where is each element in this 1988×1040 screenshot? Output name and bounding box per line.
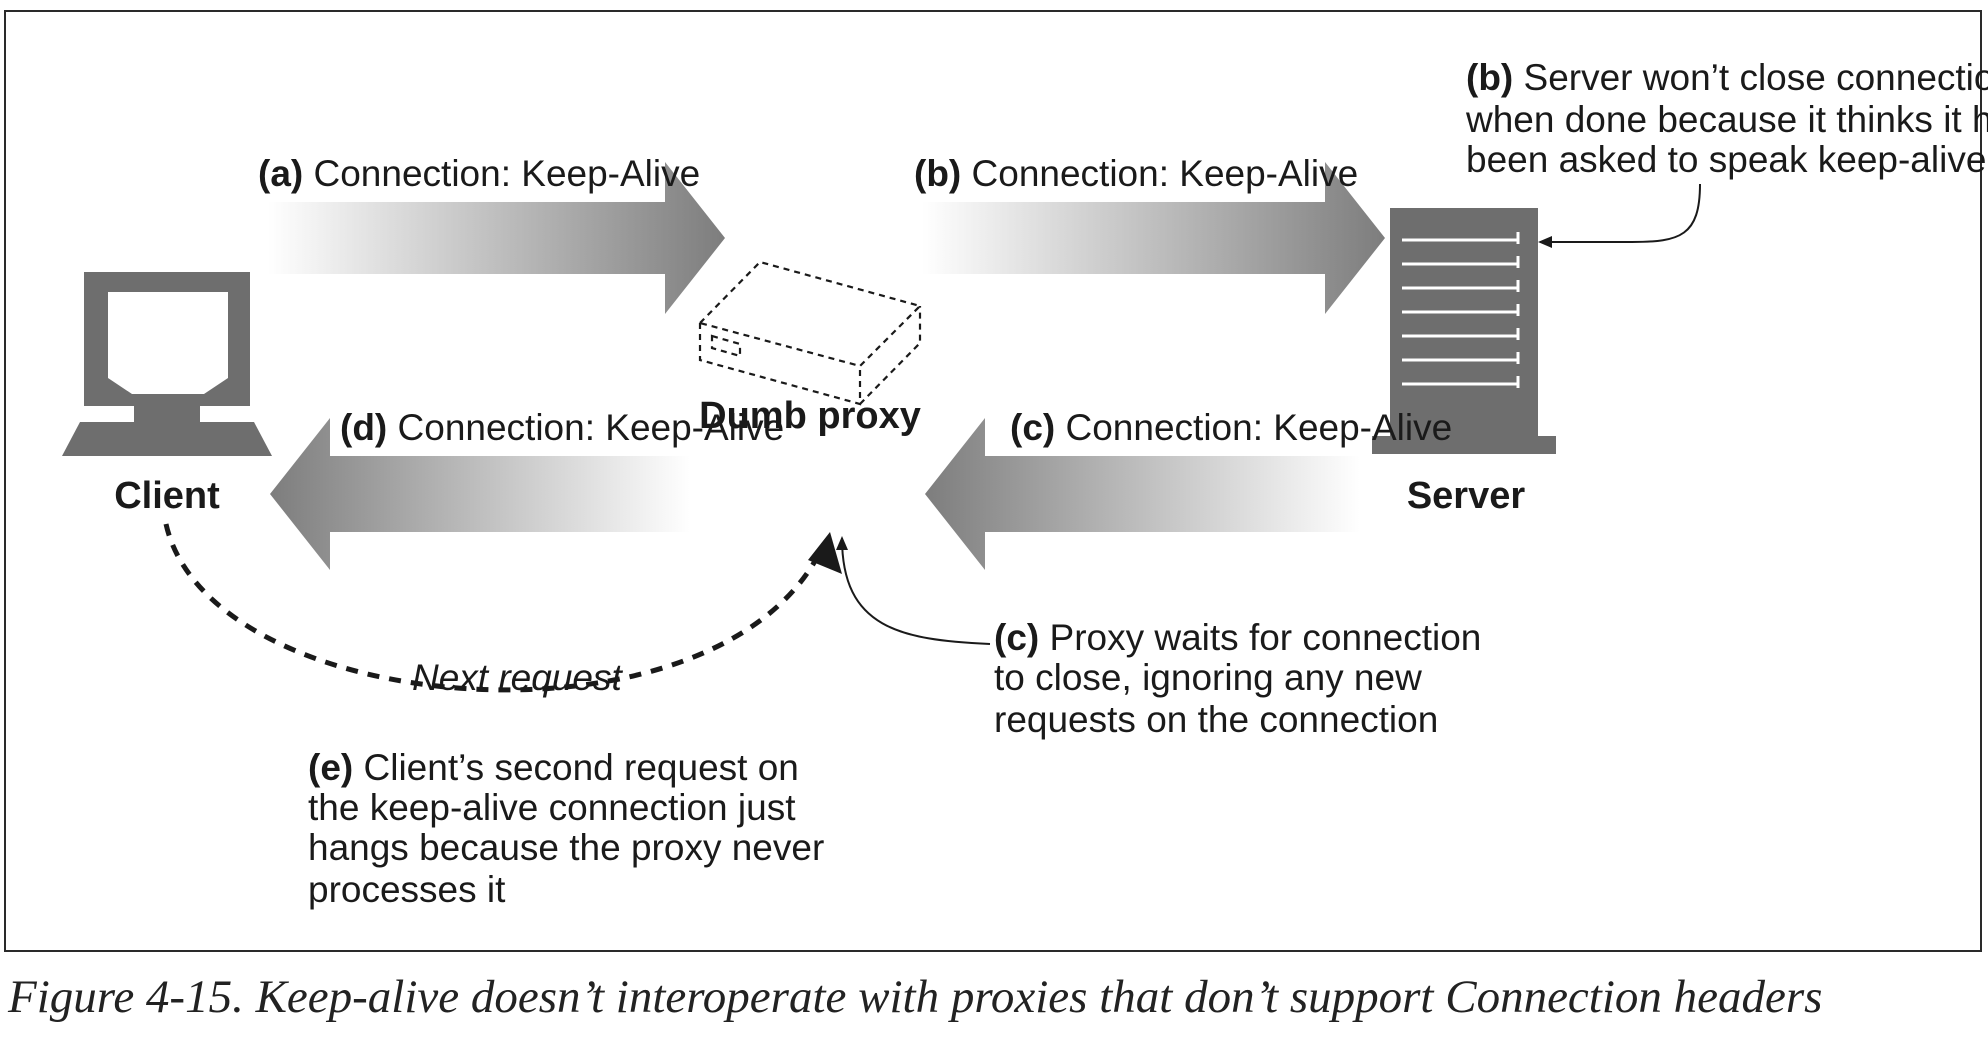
proxy-box-icon [697,260,923,406]
arrow-c [925,418,1360,570]
proxy-label: Dumb proxy [699,395,921,437]
label-arrow-c: (c) Connection: Keep-Alive [1010,407,1452,448]
proxy-note-pointer [836,536,991,645]
server-note-line3: been asked to speak keep-alive [1466,139,1986,180]
client-note-line2: the keep-alive connection just [308,787,796,828]
client-note-line4: processes it [308,869,506,910]
label-arrow-d: (d) Connection: Keep-Alive [340,407,784,448]
client-label: Client [114,475,220,517]
server-label: Server [1407,475,1526,517]
client-note-line1: (e) Client’s second request on [308,747,799,788]
server-note-line2: when done because it thinks it has [1465,99,1988,140]
label-arrow-b: (b) Connection: Keep-Alive [914,153,1358,194]
server-icon [1372,208,1556,454]
server-note-pointer [1538,183,1701,248]
arrow-b [922,162,1385,314]
arrow-a [268,162,725,314]
server-note-line1: (b) Server won’t close connection [1466,57,1988,98]
arrow-d [270,418,690,570]
proxy-note-line1: (c) Proxy waits for connection [994,617,1481,658]
label-arrow-a: (a) Connection: Keep-Alive [258,153,700,194]
next-request-label: Next request [412,657,623,698]
client-computer-icon [62,272,272,456]
keepalive-diagram: (a) Connection: Keep-Alive (b) Connectio… [62,57,1988,910]
next-request-arc [163,523,825,693]
figure-caption: Figure 4-15. Keep-alive doesn’t interope… [8,971,1823,1023]
proxy-note-line3: requests on the connection [994,699,1438,740]
client-note-line3: hangs because the proxy never [308,827,824,868]
proxy-note-line2: to close, ignoring any new [994,657,1422,698]
next-request-arrowhead [808,532,842,574]
